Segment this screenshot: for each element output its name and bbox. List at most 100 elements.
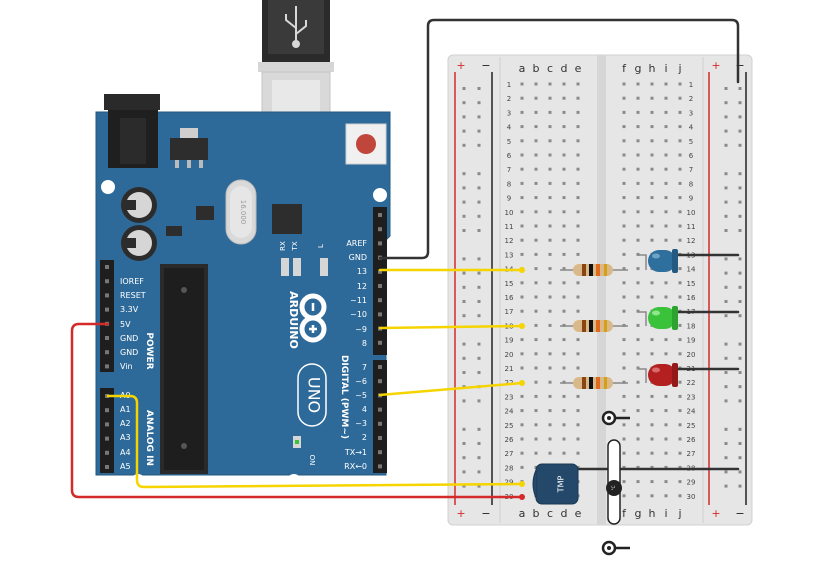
rail-hole[interactable] xyxy=(738,229,742,232)
breadboard-hole[interactable] xyxy=(562,224,566,228)
breadboard-hole[interactable] xyxy=(562,153,566,157)
breadboard-hole[interactable] xyxy=(534,252,538,256)
rail-hole[interactable] xyxy=(462,172,466,176)
breadboard-hole[interactable] xyxy=(650,281,654,285)
breadboard-hole[interactable] xyxy=(650,167,654,171)
breadboard-hole[interactable] xyxy=(576,167,580,171)
breadboard-hole[interactable] xyxy=(622,238,626,242)
rail-hole[interactable] xyxy=(738,214,742,218)
breadboard-hole[interactable] xyxy=(678,480,682,484)
breadboard-hole[interactable] xyxy=(576,110,580,114)
breadboard-hole[interactable] xyxy=(664,480,668,484)
breadboard-hole[interactable] xyxy=(534,238,538,242)
rail-hole[interactable] xyxy=(462,484,466,488)
header-pin[interactable] xyxy=(105,350,109,355)
thermometer-marker[interactable]: °C xyxy=(606,439,622,525)
breadboard-hole[interactable] xyxy=(622,465,626,469)
breadboard-hole[interactable] xyxy=(650,96,654,100)
breadboard-hole[interactable] xyxy=(534,167,538,171)
breadboard-hole[interactable] xyxy=(622,210,626,214)
rail-hole[interactable] xyxy=(724,356,728,360)
rail-hole[interactable] xyxy=(477,200,481,204)
header-pin[interactable] xyxy=(378,436,382,440)
breadboard-hole[interactable] xyxy=(548,380,552,384)
rail-hole[interactable] xyxy=(738,300,742,303)
breadboard-hole[interactable] xyxy=(534,380,538,384)
rail-hole[interactable] xyxy=(477,87,481,90)
breadboard-hole[interactable] xyxy=(678,352,682,356)
breadboard-hole[interactable] xyxy=(576,96,580,100)
breadboard-hole[interactable] xyxy=(664,465,668,469)
breadboard-hole[interactable] xyxy=(622,494,626,498)
breadboard-hole[interactable] xyxy=(636,323,640,327)
breadboard-hole[interactable] xyxy=(622,139,626,143)
breadboard-hole[interactable] xyxy=(548,153,552,157)
breadboard-hole[interactable] xyxy=(678,338,682,342)
breadboard-hole[interactable] xyxy=(622,380,626,384)
breadboard-hole[interactable] xyxy=(562,338,566,342)
breadboard-hole[interactable] xyxy=(650,352,654,356)
breadboard-hole[interactable] xyxy=(678,125,682,129)
rail-hole[interactable] xyxy=(462,257,466,261)
breadboard-hole[interactable] xyxy=(520,210,524,214)
breadboard-hole[interactable] xyxy=(576,139,580,143)
breadboard-hole[interactable] xyxy=(576,295,580,299)
rail-hole[interactable] xyxy=(477,186,481,190)
breadboard-hole[interactable] xyxy=(650,480,654,484)
rail-hole[interactable] xyxy=(477,356,481,360)
resistor[interactable] xyxy=(560,377,628,389)
breadboard-hole[interactable] xyxy=(650,181,654,185)
breadboard-hole[interactable] xyxy=(576,309,580,313)
breadboard-hole[interactable] xyxy=(548,210,552,214)
breadboard-hole[interactable] xyxy=(548,224,552,228)
breadboard-hole[interactable] xyxy=(636,238,640,242)
breadboard-hole[interactable] xyxy=(576,82,580,86)
rail-hole[interactable] xyxy=(462,399,466,403)
breadboard-hole[interactable] xyxy=(534,465,538,469)
breadboard-hole[interactable] xyxy=(548,82,552,86)
breadboard-hole[interactable] xyxy=(664,423,668,427)
rail-hole[interactable] xyxy=(724,427,728,431)
breadboard-hole[interactable] xyxy=(548,196,552,200)
rail-hole[interactable] xyxy=(477,101,481,105)
rail-hole[interactable] xyxy=(462,143,466,147)
rail-hole[interactable] xyxy=(462,314,466,318)
breadboard-hole[interactable] xyxy=(678,409,682,413)
breadboard-hole[interactable] xyxy=(548,267,552,271)
breadboard-hole[interactable] xyxy=(534,323,538,327)
breadboard-hole[interactable] xyxy=(650,110,654,114)
breadboard-hole[interactable] xyxy=(622,480,626,484)
rail-hole[interactable] xyxy=(477,285,481,289)
breadboard-hole[interactable] xyxy=(622,267,626,271)
rail-hole[interactable] xyxy=(477,143,481,147)
breadboard-hole[interactable] xyxy=(562,82,566,86)
breadboard-hole[interactable] xyxy=(520,167,524,171)
header-pin[interactable] xyxy=(105,307,109,312)
breadboard-hole[interactable] xyxy=(576,281,580,285)
rail-hole[interactable] xyxy=(738,200,742,204)
header-pin[interactable] xyxy=(105,265,109,269)
header-pin[interactable] xyxy=(378,241,382,246)
rail-hole[interactable] xyxy=(738,356,742,360)
breadboard-hole[interactable] xyxy=(622,338,626,342)
breadboard-hole[interactable] xyxy=(678,196,682,200)
breadboard-hole[interactable] xyxy=(520,125,524,129)
breadboard-hole[interactable] xyxy=(548,323,552,327)
rail-hole[interactable] xyxy=(724,271,728,275)
breadboard-hole[interactable] xyxy=(678,238,682,242)
breadboard-hole[interactable] xyxy=(636,394,640,398)
breadboard-hole[interactable] xyxy=(636,196,640,200)
breadboard-hole[interactable] xyxy=(534,352,538,356)
header-pin[interactable] xyxy=(105,336,109,340)
header-pin[interactable] xyxy=(378,365,382,369)
breadboard-hole[interactable] xyxy=(520,224,524,228)
breadboard-hole[interactable] xyxy=(562,380,566,384)
breadboard-hole[interactable] xyxy=(678,394,682,398)
rail-hole[interactable] xyxy=(477,229,481,232)
breadboard-hole[interactable] xyxy=(678,380,682,384)
rail-hole[interactable] xyxy=(462,214,466,218)
breadboard-hole[interactable] xyxy=(636,309,640,313)
breadboard-hole[interactable] xyxy=(664,82,668,86)
breadboard-hole[interactable] xyxy=(534,338,538,342)
rail-hole[interactable] xyxy=(724,456,728,460)
